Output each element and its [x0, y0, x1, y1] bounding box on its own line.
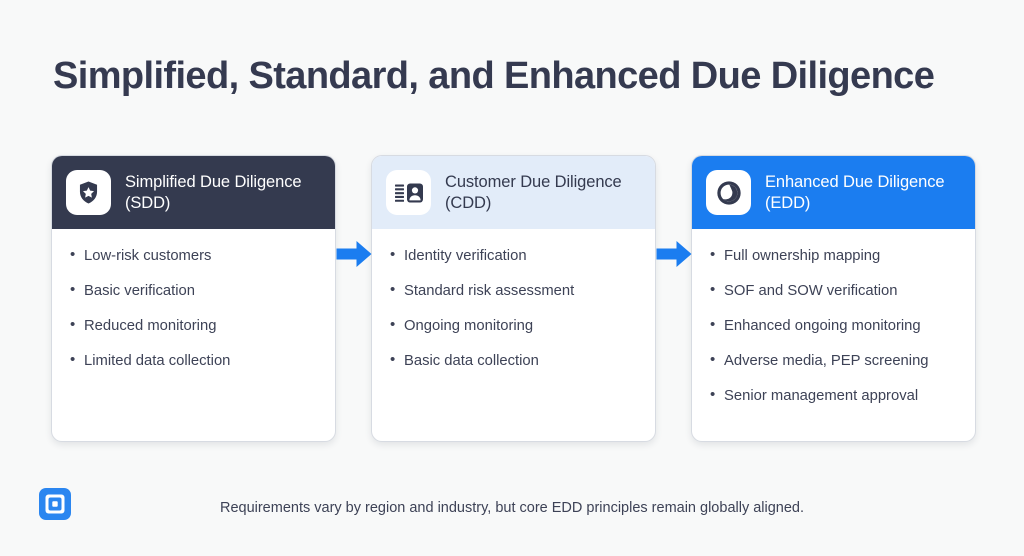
card-edd-body: Full ownership mapping SOF and SOW verif…	[692, 229, 975, 441]
card-sdd-header: Simplified Due Diligence (SDD)	[52, 156, 335, 229]
card-sdd[interactable]: Simplified Due Diligence (SDD) Low-risk …	[51, 155, 336, 442]
deep-scan-circle-icon	[706, 170, 751, 215]
arrow-right-icon	[336, 238, 371, 270]
list-item: Basic verification	[68, 281, 319, 300]
card-cdd[interactable]: Customer Due Diligence (CDD) Identity ve…	[371, 155, 656, 442]
card-cdd-body: Identity verification Standard risk asse…	[372, 229, 655, 441]
card-edd[interactable]: Enhanced Due Diligence (EDD) Full owners…	[691, 155, 976, 442]
card-edd-title: Enhanced Due Diligence (EDD)	[765, 172, 945, 212]
arrow-right-icon	[656, 238, 691, 270]
card-sdd-title: Simplified Due Diligence (SDD)	[125, 172, 302, 212]
id-card-icon	[386, 170, 431, 215]
card-sdd-body: Low-risk customers Basic verification Re…	[52, 229, 335, 441]
list-item: Ongoing monitoring	[388, 316, 639, 335]
footer-note: Requirements vary by region and industry…	[219, 500, 805, 516]
shield-star-icon	[66, 170, 111, 215]
list-item: Adverse media, PEP screening	[708, 351, 959, 370]
list-item: Standard risk assessment	[388, 281, 639, 300]
card-edd-header: Enhanced Due Diligence (EDD)	[692, 156, 975, 229]
list-item: Senior management approval	[708, 386, 959, 405]
card-cdd-title: Customer Due Diligence (CDD)	[445, 172, 622, 212]
due-diligence-card-row: Simplified Due Diligence (SDD) Low-risk …	[51, 155, 976, 442]
list-item: Enhanced ongoing monitoring	[708, 316, 959, 335]
card-edd-list: Full ownership mapping SOF and SOW verif…	[708, 246, 959, 405]
connector-gap-1	[336, 155, 371, 442]
list-item: Reduced monitoring	[68, 316, 319, 335]
brand-square-logo	[38, 487, 72, 521]
list-item: Identity verification	[388, 246, 639, 265]
list-item: Basic data collection	[388, 351, 639, 370]
list-item: Limited data collection	[68, 351, 319, 370]
card-sdd-list: Low-risk customers Basic verification Re…	[68, 246, 319, 370]
card-cdd-list: Identity verification Standard risk asse…	[388, 246, 639, 370]
list-item: Low-risk customers	[68, 246, 319, 265]
list-item: SOF and SOW verification	[708, 281, 959, 300]
card-cdd-header: Customer Due Diligence (CDD)	[372, 156, 655, 229]
page-title: Simplified, Standard, and Enhanced Due D…	[53, 55, 935, 97]
connector-gap-2	[656, 155, 691, 442]
list-item: Full ownership mapping	[708, 246, 959, 265]
